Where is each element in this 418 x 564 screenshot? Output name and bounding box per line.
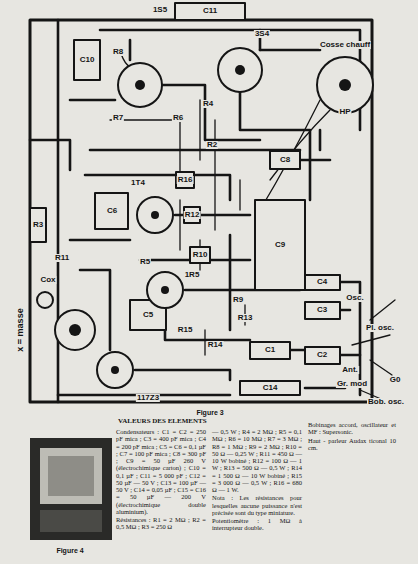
part-label: R10 [192, 251, 209, 259]
part-label: Bob. osc. [367, 398, 405, 406]
part-label: R11 [54, 254, 70, 262]
part-label: 1T4 [130, 179, 146, 187]
part-label: C2 [316, 351, 328, 359]
part-label: R9 [232, 296, 244, 304]
value-text: Haut - parleur Audax ticonal 10 cm. [308, 437, 396, 452]
part-label: C5 [142, 311, 154, 319]
part-label: R16 [177, 176, 194, 184]
part-label: C14 [262, 384, 279, 392]
part-label: C1 [264, 346, 276, 354]
part-label: R4 [202, 100, 214, 108]
part-label: C4 [316, 278, 328, 286]
part-label: C11 [202, 7, 218, 15]
part-label: 1S5 [152, 6, 168, 14]
part-label: R15 [177, 326, 194, 334]
value-column: Bobinages accord, oscillateur et MF : Su… [308, 421, 396, 452]
part-label: Cosse chauff [319, 41, 371, 49]
value-text: Condensateurs : C1 = C2 = 250 pF mica ; … [116, 428, 206, 515]
part-label: x = masse [16, 307, 25, 352]
part-label: R12 [184, 211, 201, 219]
part-label: 117Z3 [136, 394, 160, 402]
value-text: Résistances : R1 = 2 MΩ ; R2 = 0,5 MΩ ; … [116, 516, 206, 531]
part-label: R2 [206, 141, 218, 149]
part-label: 1R5 [184, 271, 201, 279]
part-label: R5 [139, 258, 151, 266]
part-label: C9 [274, 241, 286, 249]
part-label: 3S4 [254, 30, 270, 38]
part-label: Gr. mod [336, 380, 368, 388]
part-label: C6 [106, 207, 118, 215]
part-label: R14 [207, 341, 224, 349]
part-label: R8 [112, 48, 124, 56]
part-label: C3 [316, 306, 328, 314]
part-label: R6 [172, 114, 184, 122]
value-text: — 0,5 W ; R4 = 2 MΩ ; R5 = 0,1 MΩ ; R6 =… [212, 428, 302, 493]
part-label: Figure 4 [55, 547, 84, 554]
part-label: G0 [389, 376, 402, 384]
part-label: R13 [237, 314, 254, 322]
value-column: Condensateurs : C1 = C2 = 250 pF mica ; … [116, 428, 206, 532]
part-label: HP [338, 108, 351, 116]
value-text: Nota : Les résistances pour lesquelles a… [212, 494, 302, 516]
part-label: Cox [39, 276, 56, 284]
part-label: Osc. [345, 294, 364, 302]
part-label: Ant. [341, 366, 359, 374]
part-label: R3 [32, 221, 44, 229]
value-text: Potentiomètre : 1 MΩ à interrupteur doub… [212, 517, 302, 532]
part-label: C10 [79, 56, 96, 64]
part-label: R7 [112, 114, 124, 122]
figure-caption: Figure 3 [195, 409, 224, 416]
value-text: Bobinages accord, oscillateur et MF : Su… [308, 421, 396, 436]
table-heading: VALEURS DES ELEMENTS [118, 418, 207, 426]
part-label: C8 [279, 156, 291, 164]
part-label: Pl. osc. [365, 324, 395, 332]
value-column: — 0,5 W ; R4 = 2 MΩ ; R5 = 0,1 MΩ ; R6 =… [212, 428, 302, 533]
